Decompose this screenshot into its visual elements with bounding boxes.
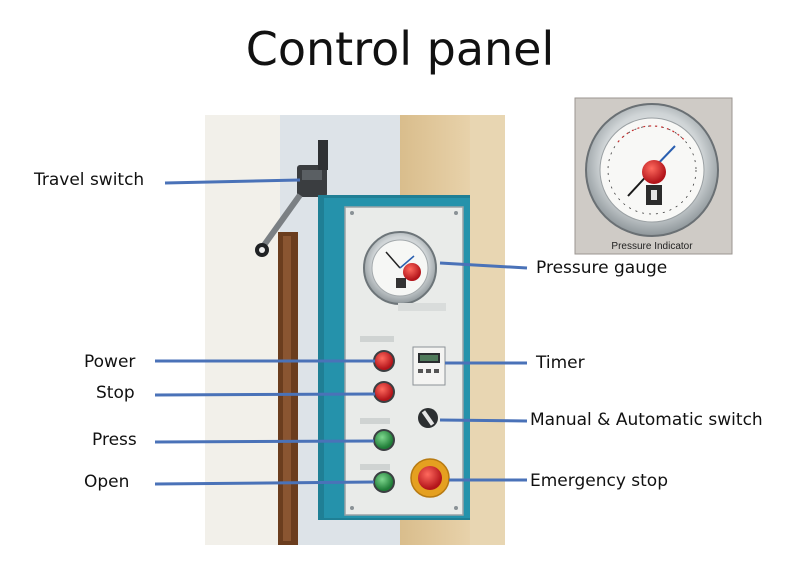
timer-label: Timer: [536, 353, 585, 373]
power-label: Power: [84, 352, 136, 372]
travel-switch-device: [255, 140, 328, 257]
press-label: Press: [92, 430, 137, 450]
control-box: [318, 195, 470, 520]
stop-label: Stop: [96, 383, 135, 403]
pressure-gauge-label: Pressure gauge: [536, 258, 668, 278]
emergency-stop-label: Emergency stop: [530, 471, 669, 491]
emergency-stop-device: [410, 458, 450, 498]
timer-device: [412, 346, 446, 386]
panel-pressure-gauge: [363, 231, 437, 305]
pressure-indicator-inset: [574, 97, 733, 255]
stop-button-shape: [375, 383, 393, 401]
open-leader: [154, 480, 375, 486]
pressure-gauge-leader: [439, 261, 528, 270]
open-button-shape: [375, 473, 393, 491]
travel-switch-leader: [164, 178, 301, 185]
travel-switch-label: Travel switch: [34, 170, 145, 190]
inset-caption: Pressure Indicator: [611, 241, 693, 252]
stop-leader: [154, 392, 376, 397]
diagram-title: Control panel: [245, 22, 555, 76]
manual-automatic-leader: [439, 418, 528, 423]
press-button-shape: [375, 431, 393, 449]
selector-switch-device: [418, 408, 438, 428]
open-label: Open: [84, 472, 130, 492]
power-button-shape: [375, 352, 393, 370]
leader-lines: [154, 178, 528, 486]
manual-automatic-switch-label: Manual & Automatic switch: [530, 410, 763, 430]
press-leader: [154, 439, 375, 444]
